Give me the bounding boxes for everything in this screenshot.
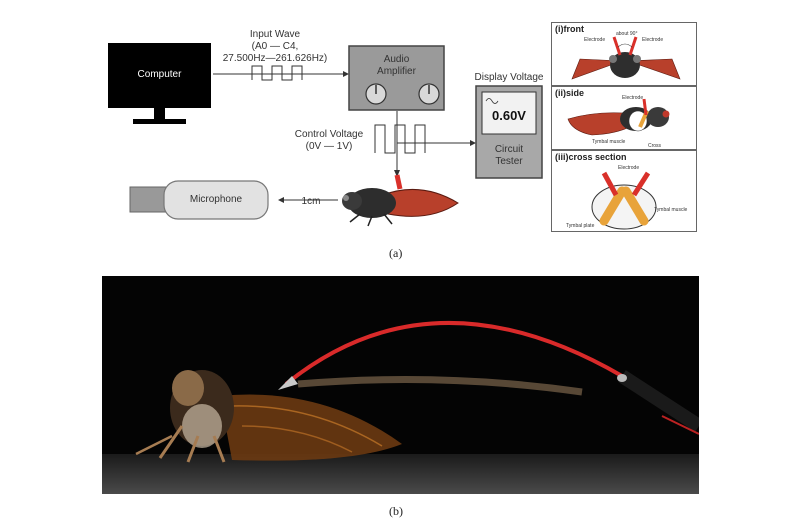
control-voltage-range: (0V — 1V) [305,141,353,152]
control-wave-shape [374,124,426,154]
input-wave-range: (A0 — C4, [251,41,299,52]
panel-front-about: about 90° [616,31,638,37]
microphone-label: Microphone [189,194,243,205]
panel-side: (ii)side Electrode Tymbal muscle Cross [551,86,697,150]
panel-cross-tymbal-muscle: Tymbal muscle [654,207,688,213]
cross-section-drawing [591,171,657,230]
computer-label: Computer [137,69,182,80]
tester-label-1: Circuit [494,144,524,155]
panel-side-title: (ii)side [555,88,585,98]
cicada-photo-drawing [102,321,699,494]
distance-label: 1cm [301,196,321,207]
input-wave-title: Input Wave [249,29,301,40]
panel-front-title: (i)front [555,24,584,34]
panel-front: (i)front about 90° Electrode Electrode [551,22,697,86]
computer-icon [108,43,211,124]
panel-side-electrode: Electrode [622,95,644,101]
control-voltage-title: Control Voltage [294,129,364,140]
display-voltage-title: Display Voltage [474,72,544,83]
cicada-front-drawing [571,36,681,80]
diagram-drawing [108,43,543,227]
amplifier-box [348,45,445,111]
panel-cross-tymbal-plate: Tymbal plate [566,223,595,229]
tester-label-2: Tester [495,156,523,167]
circuit-tester [475,85,543,179]
display-value: 0.60V [492,108,526,123]
panel-front-electrode-right: Electrode [642,37,664,43]
panel-side-cross: Cross [648,143,662,149]
panel-side-tymbal: Tymbal muscle [592,139,626,145]
caption-a: (a) [389,246,403,260]
microphone-icon [129,180,269,220]
panel-front-electrode-left: Electrode [584,37,606,43]
cicada-illustration [342,174,459,227]
cicada-photo [102,276,699,494]
panel-cross-section: (iii)cross section Electrode Tymbal musc… [551,150,697,232]
amplifier-label-1: Audio [383,54,410,65]
input-wave-freq: 27.500Hz—261.626Hz) [222,53,328,64]
panel-cross-electrode: Electrode [618,165,640,171]
input-wave-shape [251,65,303,81]
amplifier-label-2: Amplifier [377,66,416,77]
caption-b: (b) [389,504,403,518]
cicada-side-drawing [567,98,670,136]
panel-cross-section-title: (iii)cross section [555,152,627,162]
